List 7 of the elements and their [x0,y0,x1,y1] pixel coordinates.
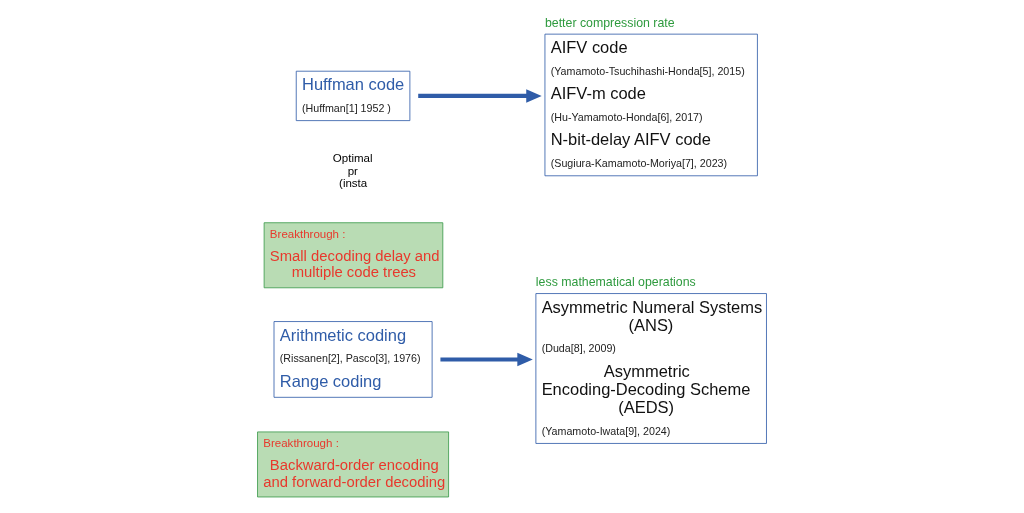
arrow [418,89,542,103]
label: Optimal [332,152,373,165]
arrow [440,352,533,367]
node-label: less mathematical operations [535,275,696,290]
node-label: better compression rate [544,15,675,30]
label: (insta [339,177,368,190]
label: pr [347,164,358,177]
